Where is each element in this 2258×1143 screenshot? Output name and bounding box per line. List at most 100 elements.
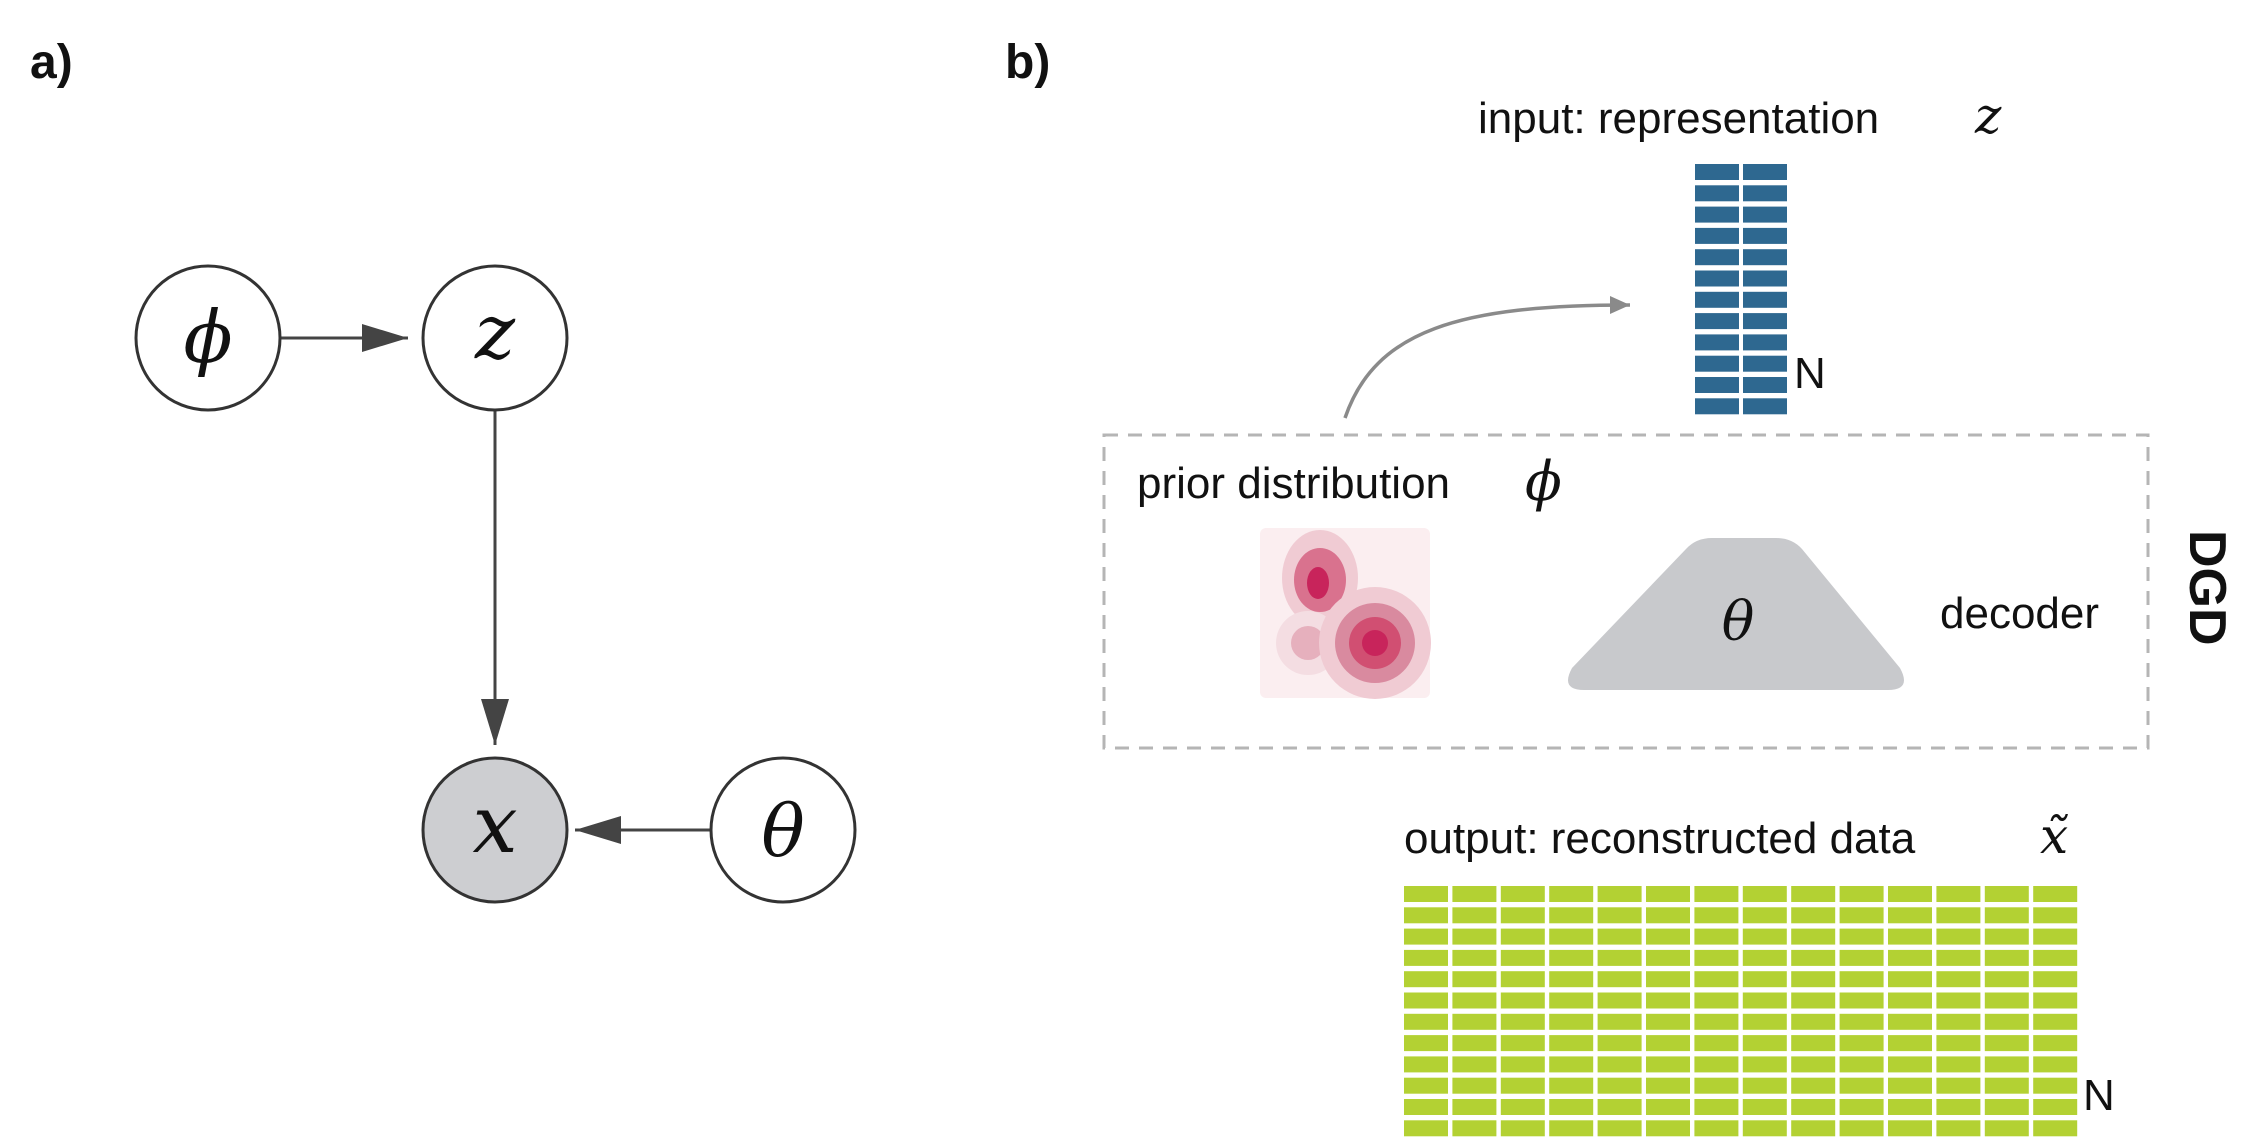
output-grid-cell bbox=[1791, 1099, 1836, 1115]
output-grid-cell bbox=[1694, 1077, 1739, 1094]
output-grid-cell bbox=[1500, 971, 1545, 988]
output-grid-cell bbox=[1500, 949, 1545, 966]
output-grid-cell bbox=[1404, 886, 1448, 902]
output-grid-cell bbox=[1839, 971, 1884, 988]
output-grid-cell bbox=[1452, 886, 1497, 902]
output-grid-cell bbox=[1791, 907, 1836, 924]
output-grid-cell bbox=[1452, 907, 1497, 924]
output-reconstructed-grid bbox=[1404, 886, 2078, 1137]
output-grid-cell bbox=[1742, 1077, 1787, 1094]
output-grid-cell bbox=[1839, 1099, 1884, 1115]
prior-density-plot bbox=[1260, 528, 1431, 699]
input-label: input: representation bbox=[1478, 94, 1879, 143]
output-grid-cell bbox=[1742, 992, 1787, 1009]
output-grid-cell bbox=[1791, 1056, 1836, 1073]
output-grid-cell bbox=[1597, 949, 1642, 966]
input-grid-cell bbox=[1743, 206, 1787, 223]
prior-to-input-arrow bbox=[1343, 296, 1631, 419]
input-grid-cell bbox=[1695, 313, 1739, 330]
output-grid-cell bbox=[1936, 949, 1981, 966]
output-grid-cell bbox=[1791, 992, 1836, 1009]
output-grid-cell bbox=[1888, 1099, 1932, 1115]
output-grid-cell bbox=[1742, 1035, 1787, 1052]
output-grid-cell bbox=[1646, 1099, 1690, 1115]
output-grid-cell bbox=[1500, 1035, 1545, 1052]
output-grid-cell bbox=[1742, 928, 1787, 945]
input-grid-cell bbox=[1743, 164, 1787, 180]
output-grid-cell bbox=[1936, 1013, 1981, 1030]
output-grid-cell bbox=[1597, 971, 1642, 988]
output-grid-cell bbox=[1646, 907, 1690, 924]
output-grid-cell bbox=[1549, 928, 1594, 945]
output-grid-cell bbox=[1984, 1099, 2029, 1115]
output-grid-cell bbox=[1404, 928, 1448, 945]
output-grid-cell bbox=[2033, 1013, 2078, 1030]
prior-symbol: ϕ bbox=[1525, 450, 1562, 513]
input-grid-cell bbox=[1695, 164, 1739, 180]
output-grid-cell bbox=[1888, 886, 1932, 902]
input-grid-cell bbox=[1743, 313, 1787, 330]
node-theta: θ bbox=[709, 756, 857, 904]
output-grid-cell bbox=[1984, 949, 2029, 966]
output-grid-cell bbox=[1984, 1056, 2029, 1073]
output-grid-cell bbox=[1646, 1013, 1690, 1030]
output-grid-cell bbox=[2033, 907, 2078, 924]
output-grid-cell bbox=[1839, 1077, 1884, 1094]
output-grid-cell bbox=[1597, 992, 1642, 1009]
output-grid-cell bbox=[1742, 1056, 1787, 1073]
output-grid-cell bbox=[1549, 1056, 1594, 1073]
input-grid-cell bbox=[1695, 185, 1739, 202]
input-grid-cell bbox=[1743, 185, 1787, 202]
output-grid-cell bbox=[1742, 886, 1787, 902]
output-grid-cell bbox=[1597, 886, 1642, 902]
output-grid-cell bbox=[1597, 1077, 1642, 1094]
input-grid-cell bbox=[1695, 398, 1739, 415]
output-grid-cell bbox=[1694, 1013, 1739, 1030]
input-grid-cell bbox=[1743, 355, 1787, 372]
output-grid-cell bbox=[1839, 1013, 1884, 1030]
output-grid-cell bbox=[1694, 907, 1739, 924]
output-grid-cell bbox=[1839, 928, 1884, 945]
output-grid-cell bbox=[1888, 1035, 1932, 1052]
output-grid-cell bbox=[1452, 992, 1497, 1009]
output-grid-cell bbox=[1984, 886, 2029, 902]
output-grid-cell bbox=[1549, 949, 1594, 966]
output-grid-cell bbox=[1646, 949, 1690, 966]
output-grid-cell bbox=[1500, 1120, 1545, 1137]
output-grid-cell bbox=[1839, 1120, 1884, 1137]
output-grid-cell bbox=[1452, 1099, 1497, 1115]
output-grid-cell bbox=[1404, 1099, 1448, 1115]
output-grid-cell bbox=[1888, 907, 1932, 924]
output-grid-cell bbox=[1646, 886, 1690, 902]
input-representation-grid bbox=[1695, 164, 1787, 415]
input-grid-cell bbox=[1743, 227, 1787, 244]
node-phi: ϕ bbox=[134, 264, 282, 412]
output-grid-cell bbox=[2033, 992, 2078, 1009]
output-grid-cell bbox=[1742, 1099, 1787, 1115]
output-grid-cell bbox=[1984, 1120, 2029, 1137]
output-grid-cell bbox=[1597, 1035, 1642, 1052]
input-grid-cell bbox=[1695, 334, 1739, 351]
decoder-label: decoder bbox=[1940, 589, 2099, 638]
output-grid-cell bbox=[1500, 1056, 1545, 1073]
output-grid-cell bbox=[1694, 971, 1739, 988]
output-grid-cell bbox=[1984, 1077, 2029, 1094]
output-grid-cell bbox=[1888, 928, 1932, 945]
output-grid-cell bbox=[1549, 1120, 1594, 1137]
output-grid-cell bbox=[1452, 1120, 1497, 1137]
output-grid-cell bbox=[1791, 886, 1836, 902]
output-grid-cell bbox=[1549, 1035, 1594, 1052]
output-grid-cell bbox=[1549, 1077, 1594, 1094]
output-grid-cell bbox=[1452, 949, 1497, 966]
input-grid-cell bbox=[1743, 270, 1787, 287]
output-grid-cell bbox=[1452, 971, 1497, 988]
output-grid-cell bbox=[1936, 886, 1981, 902]
output-grid-cell bbox=[1500, 1077, 1545, 1094]
output-grid-cell bbox=[1839, 886, 1884, 902]
output-grid-cell bbox=[1646, 1077, 1690, 1094]
output-grid-cell bbox=[1694, 1120, 1739, 1137]
output-grid-cell bbox=[1984, 971, 2029, 988]
output-grid-cell bbox=[1549, 907, 1594, 924]
output-grid-cell bbox=[1791, 1013, 1836, 1030]
output-grid-cell bbox=[1839, 1056, 1884, 1073]
